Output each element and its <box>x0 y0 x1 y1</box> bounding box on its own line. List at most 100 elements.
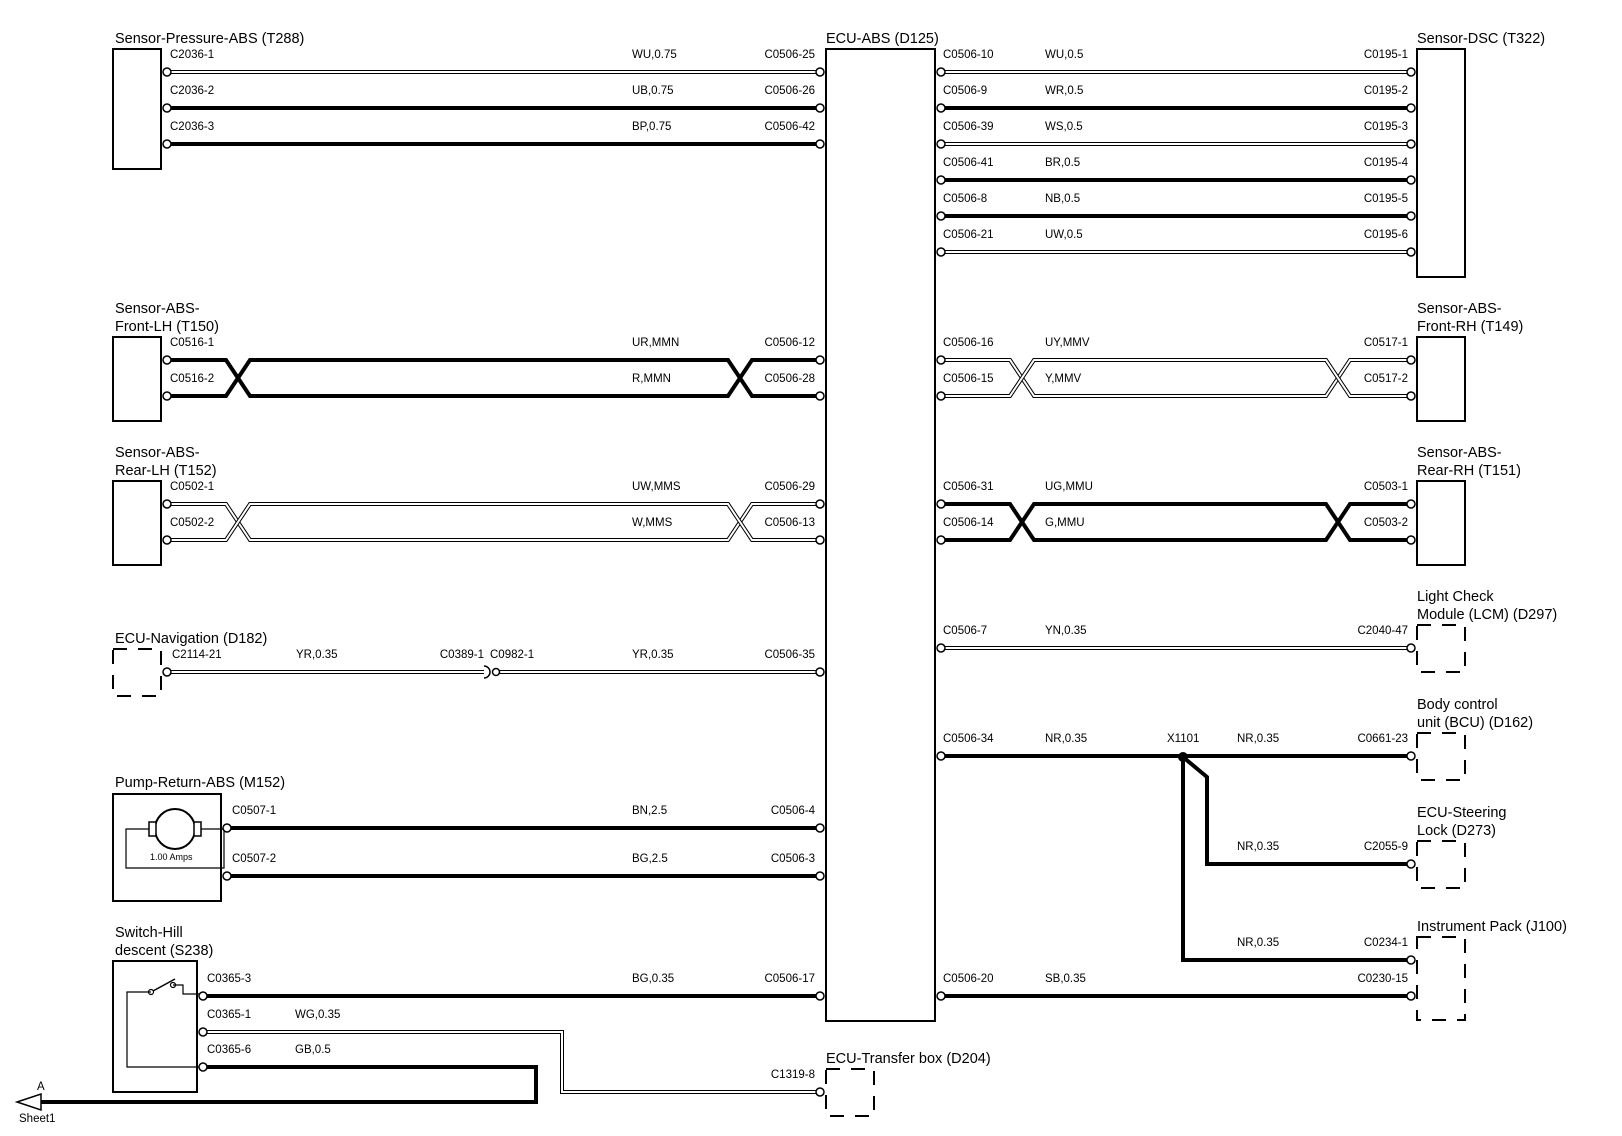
switch-hill-label-1: Switch-Hill <box>115 925 183 941</box>
wire-rrh1-color: UG,MMU <box>1045 481 1093 493</box>
wire-rlh1-end-terminal <box>815 499 825 509</box>
sensor-pressure-abs-box <box>112 48 162 170</box>
wire-inst2-from: C0506-20 <box>943 973 994 985</box>
wire-flh2-from: C0516-2 <box>170 373 214 385</box>
sensor-abs-front-lh-label-1: Sensor-ABS- <box>115 301 200 317</box>
sensor-abs-rear-rh-label-2: Rear-RH (T151) <box>1417 463 1521 479</box>
pump-rating-label: 1.00 Amps <box>150 852 193 862</box>
wire-rrh2-end-terminal <box>1406 535 1416 545</box>
wire-frh2-from: C0506-15 <box>943 373 994 385</box>
wire-flh1-start-terminal <box>162 355 172 365</box>
wire-sw3-end-terminal <box>815 991 825 1001</box>
bcu-label-1: Body control <box>1417 697 1498 713</box>
wire-bcu-color-b: NR,0.35 <box>1237 733 1279 745</box>
wire-rlh1-from: C0502-1 <box>170 481 214 493</box>
wire-p3-to: C0506-42 <box>764 121 815 133</box>
wire-rlh1-start-terminal <box>162 499 172 509</box>
wire-pump2-to: C0506-3 <box>771 853 815 865</box>
wire-p3-end-terminal <box>815 139 825 149</box>
ecu-abs-box <box>825 48 936 1022</box>
wire-d4-color: BR,0.5 <box>1045 157 1080 169</box>
wire-steer-end-terminal <box>1406 859 1416 869</box>
wire-sw1 <box>203 1030 820 1094</box>
ecu-steering-label-2: Lock (D273) <box>1417 823 1496 839</box>
wire-inst1 <box>1181 757 1411 962</box>
wire-flh2-color: R,MMN <box>632 373 671 385</box>
wire-d4-start-terminal <box>936 175 946 185</box>
wire-frh2-start-terminal <box>936 391 946 401</box>
splice-x1101-dot <box>1178 752 1188 762</box>
wire-flh1 <box>167 358 820 398</box>
wire-rlh1 <box>167 502 820 542</box>
wire-sw1-inner <box>203 1031 820 1093</box>
wire-p3-start-terminal <box>162 139 172 149</box>
wire-frh1-to: C0517-1 <box>1364 337 1408 349</box>
ecu-abs-label: ECU-ABS (D125) <box>826 31 939 47</box>
bcu-box <box>1416 732 1466 781</box>
splice-x1101-label: X1101 <box>1167 733 1199 745</box>
motor-icon <box>125 808 225 869</box>
wire-sw6-start-terminal <box>198 1062 208 1072</box>
sensor-abs-front-lh-box <box>112 336 162 422</box>
wire-rlh2-from: C0502-2 <box>170 517 214 529</box>
wire-bcu-color-a: NR,0.35 <box>1045 733 1087 745</box>
wire-rlh2-start-terminal <box>162 535 172 545</box>
wire-d1-from: C0506-10 <box>943 49 994 61</box>
wire-inst2-color: SB,0.35 <box>1045 973 1086 985</box>
wire-nav-start-terminal <box>162 667 172 677</box>
wire-rlh1-color: UW,MMS <box>632 481 681 493</box>
wire-d1-to: C0195-1 <box>1364 49 1408 61</box>
wire-p2-from: C2036-2 <box>170 85 214 97</box>
ecu-transfer-box-label: ECU-Transfer box (D204) <box>826 1051 991 1067</box>
sensor-abs-rear-rh-label-1: Sensor-ABS- <box>1417 445 1502 461</box>
ecu-steering-lock-box <box>1416 840 1466 889</box>
switch-hill-descent-box <box>112 960 198 1093</box>
sensor-pressure-abs-label: Sensor-Pressure-ABS (T288) <box>115 31 304 47</box>
wire-sw1-end-terminal <box>815 1087 825 1097</box>
wire-frh1-end-terminal <box>1406 355 1416 365</box>
wire-rlh1-to: C0506-29 <box>764 481 815 493</box>
wire-sw3-from: C0365-3 <box>207 973 251 985</box>
wire-d6-end-terminal <box>1406 247 1416 257</box>
wire-sw1-start-terminal <box>198 1027 208 1037</box>
wire-rrh1-to: C0503-1 <box>1364 481 1408 493</box>
wire-frh2-color: Y,MMV <box>1045 373 1082 385</box>
sensor-abs-front-rh-label-2: Front-RH (T149) <box>1417 319 1523 335</box>
wire-d5-from: C0506-8 <box>943 193 987 205</box>
wire-d1-color: WU,0.5 <box>1045 49 1083 61</box>
wires-group <box>41 67 1416 1104</box>
wire-d1-end-terminal <box>1406 67 1416 77</box>
sensor-abs-rear-rh-box <box>1416 480 1466 566</box>
wire-rrh2 <box>941 502 1411 542</box>
wire-rrh1-end-terminal <box>1406 499 1416 509</box>
sensor-abs-front-lh-label-2: Front-LH (T150) <box>115 319 219 335</box>
wire-frh1-color: UY,MMV <box>1045 337 1090 349</box>
wire-nav-end-terminal <box>815 667 825 677</box>
wire-d2-color: WR,0.5 <box>1045 85 1083 97</box>
wire-rrh1 <box>941 502 1411 542</box>
wire-rrh2-color: G,MMU <box>1045 517 1085 529</box>
pump-return-abs-label: Pump-Return-ABS (M152) <box>115 775 285 791</box>
ecu-steering-label-1: ECU-Steering <box>1417 805 1506 821</box>
wire-rlh2-end-terminal <box>815 535 825 545</box>
sensor-dsc-box <box>1416 48 1466 278</box>
wire-bcu-to: C0661-23 <box>1357 733 1408 745</box>
wire-p3-from: C2036-3 <box>170 121 214 133</box>
inline-connector-icon <box>483 665 491 679</box>
wire-bcu-end-terminal <box>1406 751 1416 761</box>
wire-p1-from: C2036-1 <box>170 49 214 61</box>
wire-p3-color: BP,0.75 <box>632 121 671 133</box>
wire-flh2-end-terminal <box>815 391 825 401</box>
wire-flh2 <box>167 358 820 398</box>
wire-d6-start-terminal <box>936 247 946 257</box>
wire-frh1-start-terminal <box>936 355 946 365</box>
wire-lcm-start-terminal <box>936 643 946 653</box>
offsheet-arrow-icon <box>14 1092 42 1112</box>
wire-pump1-start-terminal <box>222 823 232 833</box>
sensor-abs-rear-lh-label-1: Sensor-ABS- <box>115 445 200 461</box>
wire-bcu-start-terminal <box>936 751 946 761</box>
switch-icon <box>126 978 206 1068</box>
wire-nav-inline-a: C0389-1 <box>440 649 484 661</box>
wire-p2-start-terminal <box>162 103 172 113</box>
